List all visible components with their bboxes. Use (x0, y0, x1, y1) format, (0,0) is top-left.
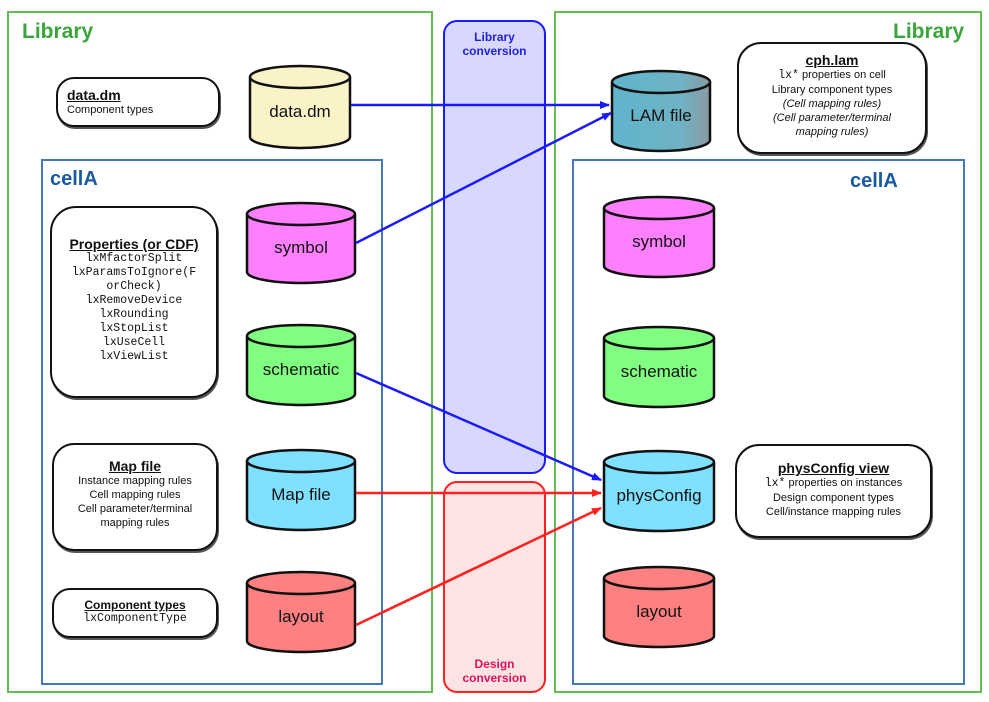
physconfig-line3: Cell/instance mapping rules (765, 506, 902, 518)
library-conversion-label: Library conversion (445, 30, 544, 58)
physconfig-lx-prefix: lx* (764, 477, 786, 490)
left-cell-title: cellA (50, 168, 98, 190)
library-conversion-label-line2: conversion (462, 44, 527, 58)
properties-note: Properties (or CDF) lxMfactorSplit lxPar… (50, 206, 218, 398)
cph-lam-line3: (Cell mapping rules) (782, 98, 882, 110)
map-file-note-line: mapping rules (100, 517, 170, 529)
cph-lam-line5: mapping rules) (795, 126, 869, 138)
component-types-note-title: Component types (84, 598, 186, 612)
property-item: lxUseCell (102, 336, 166, 349)
map-file-note-line: Cell parameter/terminal (77, 503, 193, 515)
right-cell-box (572, 159, 965, 685)
physconfig-note-title: physConfig view (777, 460, 890, 476)
physconfig-note: physConfig view lx* properties on instan… (735, 444, 932, 538)
physconfig-line1: properties on instances (785, 477, 903, 489)
cph-lam-line1: properties on cell (798, 69, 886, 81)
map-file-note-title: Map file (108, 458, 162, 474)
cph-lam-note: cph.lam lx* properties on cell Library c… (737, 42, 927, 154)
cph-lam-lx-prefix: lx* (778, 69, 799, 82)
map-file-note-line: Instance mapping rules (78, 475, 192, 487)
right-library-box (554, 11, 982, 693)
data-dm-note: data.dm Component types (56, 77, 220, 127)
library-conversion-band: Library conversion (443, 20, 546, 474)
design-conversion-label: Design conversion (445, 657, 544, 685)
data-dm-note-title: data.dm (67, 87, 121, 103)
cph-lam-line4: (Cell parameter/terminal (773, 112, 891, 124)
right-cell-title: cellA (850, 170, 898, 192)
property-item: lxRemoveDevice (85, 294, 183, 307)
properties-note-title: Properties (or CDF) (69, 236, 199, 252)
map-file-note-line: Cell mapping rules (89, 489, 181, 501)
component-types-note: Component types lxComponentType (52, 588, 218, 638)
library-conversion-label-line1: Library (474, 30, 515, 44)
map-file-note: Map file Instance mapping rules Cell map… (52, 443, 218, 551)
left-library-title: Library (22, 20, 94, 43)
cph-lam-line2: Library component types (771, 84, 893, 96)
design-conversion-band: Design conversion (443, 481, 546, 693)
cph-lam-note-title: cph.lam (805, 52, 859, 68)
property-item: lxStopList (99, 322, 169, 335)
design-conversion-label-line2: conversion (462, 671, 527, 685)
physconfig-line2: Design component types (772, 492, 895, 504)
left-library-box (7, 11, 433, 693)
property-item: orCheck) (106, 280, 162, 293)
property-item: lxViewList (99, 350, 169, 363)
property-item: lxRounding (99, 308, 169, 321)
data-dm-note-line: Component types (67, 104, 154, 116)
design-conversion-label-line1: Design (474, 657, 515, 671)
component-types-note-line: lxComponentType (83, 612, 187, 625)
right-library-title: Library (893, 20, 965, 43)
property-item: lxParamsToIgnore(F (71, 266, 197, 279)
property-item: lxMfactorSplit (85, 252, 183, 265)
